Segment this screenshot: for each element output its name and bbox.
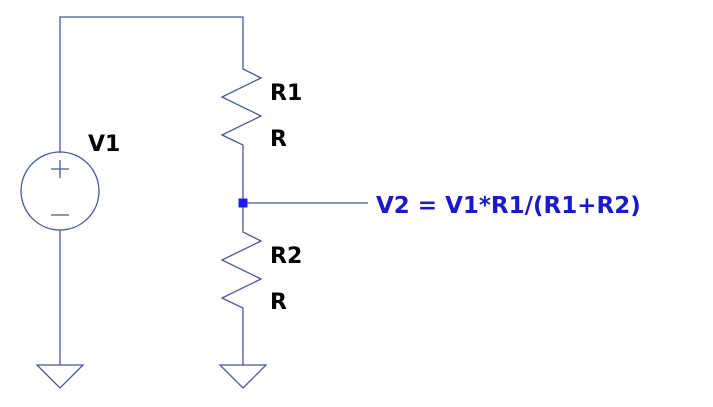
r2-name-label: R2 xyxy=(270,244,302,269)
ground-icon xyxy=(218,364,268,389)
voltage-source-icon xyxy=(20,151,100,231)
r2-value-label: R xyxy=(270,290,287,315)
wire-v1-top-to-r1[interactable] xyxy=(59,16,244,153)
resistor-r1[interactable] xyxy=(220,65,263,155)
r1-value-label: R xyxy=(270,127,287,152)
resistor-icon xyxy=(220,228,263,318)
wires xyxy=(59,16,368,365)
ground-icon xyxy=(35,364,85,389)
r1-name-label: R1 xyxy=(270,81,302,106)
voltage-source-v1[interactable] xyxy=(20,151,100,231)
resistor-r2[interactable] xyxy=(220,228,263,318)
resistor-icon xyxy=(220,65,263,155)
v1-label: V1 xyxy=(88,132,120,157)
ground-v1[interactable] xyxy=(35,364,85,389)
junction-icon[interactable] xyxy=(238,198,248,208)
ground-r2[interactable] xyxy=(218,364,268,389)
net-label-v2[interactable]: V2 = V1*R1/(R1+R2) xyxy=(376,193,641,219)
